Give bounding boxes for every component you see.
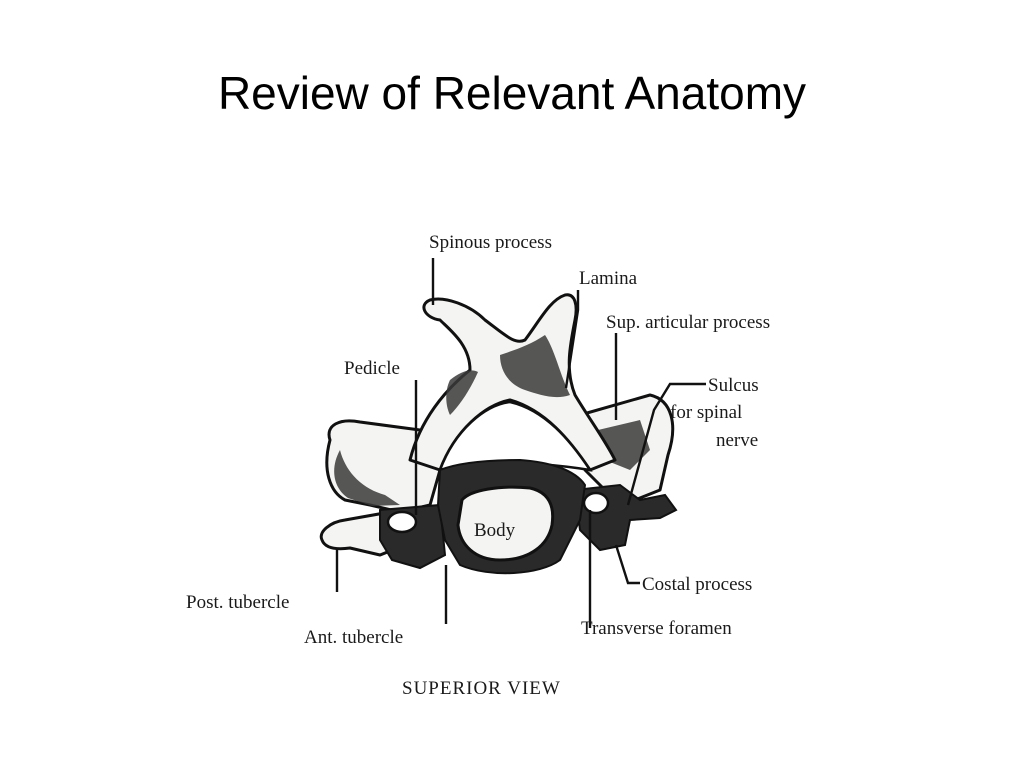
label-ant-tubercle: Ant. tubercle: [304, 627, 403, 648]
vertebra-illustration: [319, 293, 678, 575]
lamina-leader: [564, 290, 580, 389]
superior-view-caption: SUPERIOR VIEW: [402, 678, 561, 699]
label-spinous-process: Spinous process: [429, 232, 552, 253]
label-body: Body: [474, 520, 516, 541]
label-post-tubercle: Post. tubercle: [186, 592, 289, 613]
label-pedicle: Pedicle: [344, 358, 400, 379]
label-lamina: Lamina: [579, 268, 638, 289]
label-sulcus-line2: for spinal: [670, 402, 742, 423]
leader-lines: [335, 258, 706, 628]
label-transverse-foramen: Transverse foramen: [581, 618, 732, 639]
label-sup-articular-process: Sup. articular process: [606, 312, 770, 333]
label-sulcus-line1: Sulcus: [708, 375, 759, 396]
slide-title: Review of Relevant Anatomy: [217, 67, 807, 119]
label-costal-process: Costal process: [642, 574, 752, 595]
costal-process-leader: [614, 544, 640, 585]
diagram-labels: Spinous process Lamina Sup. articular pr…: [186, 232, 770, 699]
sulcus-leader: [626, 382, 706, 506]
label-sulcus-line3: nerve: [716, 430, 758, 451]
